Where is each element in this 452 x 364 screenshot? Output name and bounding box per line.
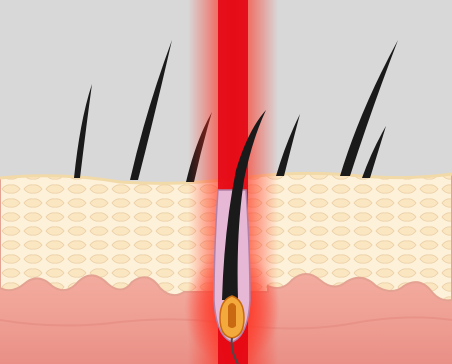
follicle-bulb-core — [228, 303, 236, 328]
